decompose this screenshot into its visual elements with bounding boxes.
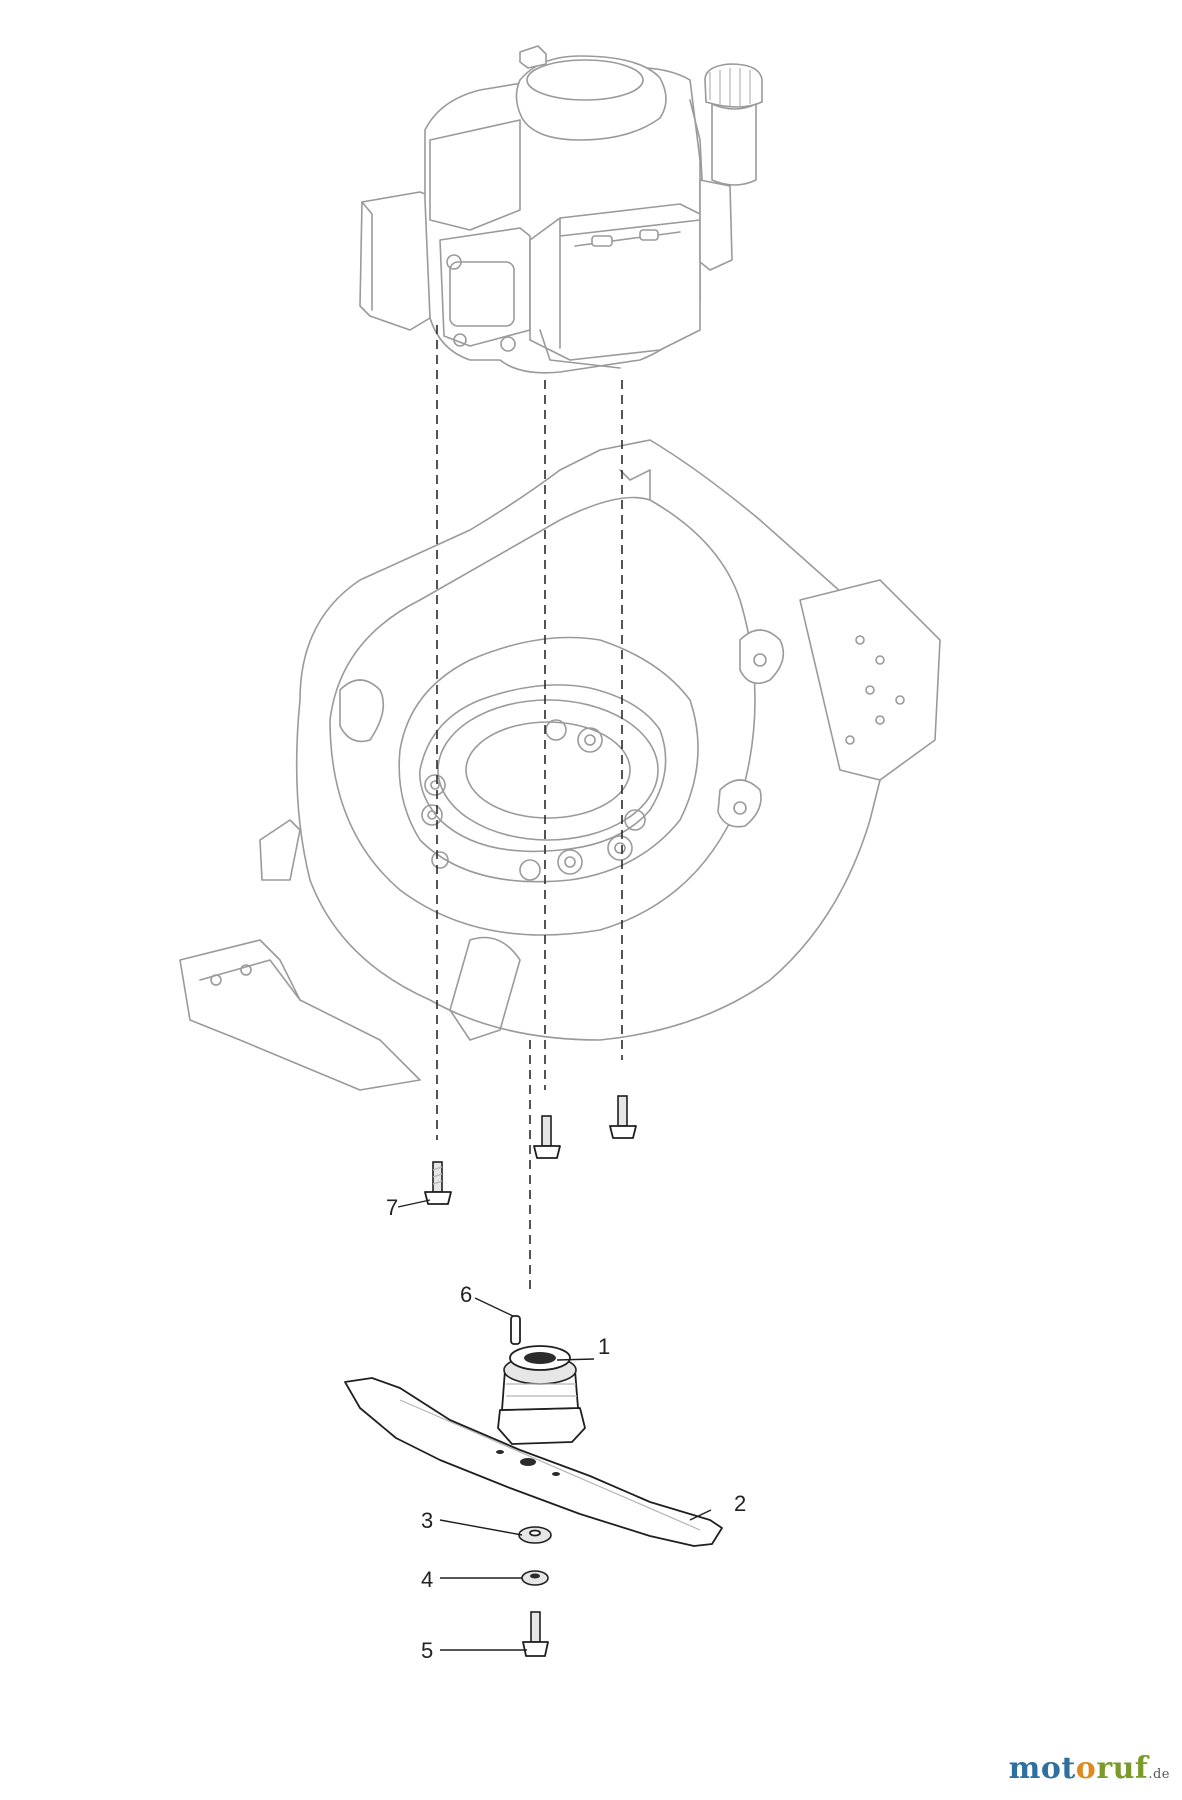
callout-leaders xyxy=(397,1199,712,1651)
part-2-blade xyxy=(344,1377,723,1547)
engine-mount-bolt-right xyxy=(609,1095,637,1139)
brand-watermark: motoruf.de xyxy=(1009,1751,1170,1786)
part-3-washer xyxy=(518,1526,552,1544)
part-1-blade-adapter xyxy=(497,1345,586,1445)
callout-1: 1 xyxy=(598,1334,610,1359)
callout-labels: 1 2 3 4 5 6 7 xyxy=(386,1195,746,1663)
assembly-guide-lines xyxy=(436,325,623,1290)
callout-5: 5 xyxy=(421,1638,433,1663)
part-5-blade-bolt xyxy=(522,1611,549,1657)
brand-part-2: o xyxy=(1075,1751,1097,1786)
engine-mount-bolt-center xyxy=(533,1115,561,1159)
mower-deck xyxy=(179,439,941,1091)
callout-3: 3 xyxy=(421,1508,433,1533)
callout-2: 2 xyxy=(734,1491,746,1516)
engine-mount-bolt-left xyxy=(424,1161,452,1205)
callout-4: 4 xyxy=(421,1567,433,1592)
part-6-key-pin xyxy=(510,1315,521,1345)
brand-tld: .de xyxy=(1148,1767,1170,1782)
engine xyxy=(359,45,763,374)
brand-part-1: mot xyxy=(1008,1751,1076,1786)
callout-6: 6 xyxy=(460,1282,472,1307)
callout-7: 7 xyxy=(386,1195,398,1220)
part-4-lock-washer xyxy=(521,1570,549,1586)
brand-part-3: ruf xyxy=(1096,1751,1149,1786)
